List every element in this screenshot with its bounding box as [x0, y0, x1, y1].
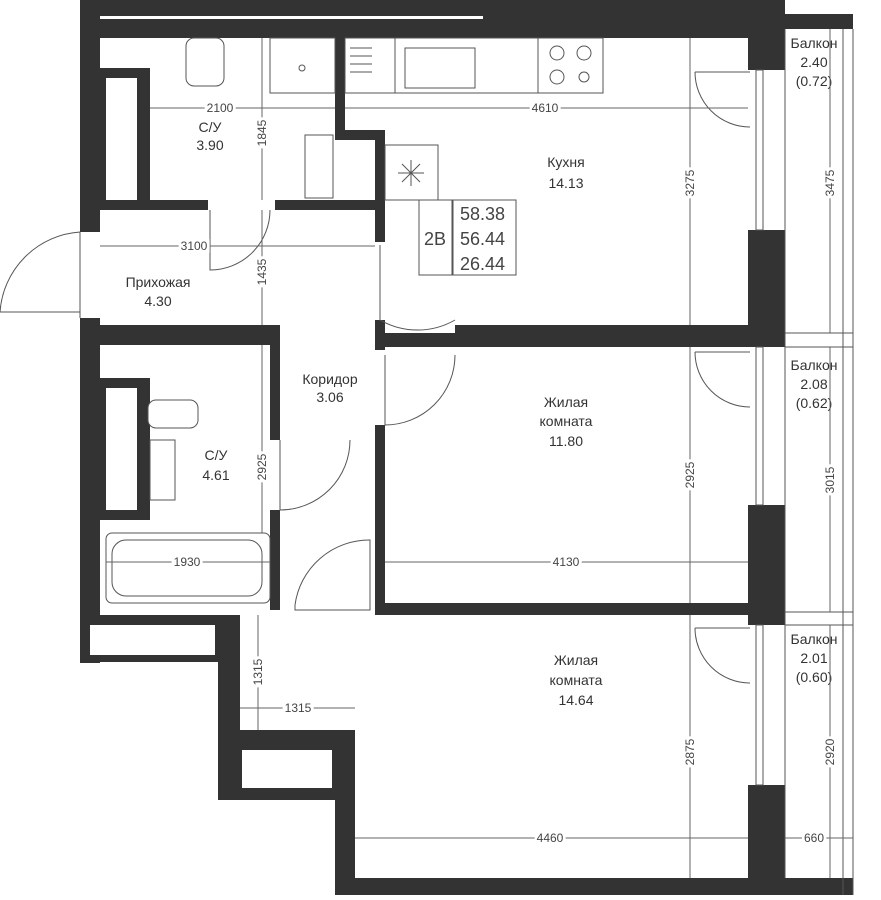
room-name: С/У — [205, 447, 228, 463]
room-name: комната — [550, 672, 603, 688]
dim-label: 3100 — [181, 239, 208, 253]
room-area: 4.61 — [202, 467, 229, 483]
dim-label: 2925 — [683, 461, 697, 488]
dim-label-bg — [178, 239, 210, 253]
room-area: 3.06 — [316, 389, 343, 405]
balcony-name: Балкон — [791, 35, 838, 51]
balcony-reduced: (0.72) — [796, 73, 833, 89]
balcony-name: Балкон — [791, 631, 838, 647]
dim-label-bg — [171, 555, 203, 569]
room-area: 11.80 — [549, 433, 583, 449]
room-name: Кухня — [547, 154, 584, 170]
stove-icon — [537, 37, 604, 94]
dim-label-bg — [823, 736, 837, 768]
dim-label: 1845 — [255, 119, 269, 146]
dim-label-bg — [683, 736, 697, 768]
room-labels: С/У 3.90 Кухня 14.13 Прихожая 4.30 Корид… — [126, 35, 838, 708]
sink-icon-2 — [149, 439, 176, 501]
dim-label-bg — [282, 701, 314, 715]
dim-label-bg — [529, 101, 561, 115]
apartment-info: 2В 58.38 56.44 26.44 — [418, 199, 517, 276]
room-name: Жилая — [554, 652, 598, 668]
balcony-name: Балкон — [791, 357, 838, 373]
dim-label-bg — [255, 256, 269, 288]
balcony-reduced: (0.62) — [796, 395, 833, 411]
dim-label: 2875 — [683, 738, 697, 765]
sink-icon — [304, 134, 334, 199]
dim-label-bg — [801, 831, 827, 845]
room-name: Коридор — [302, 371, 358, 387]
fixtures — [105, 37, 604, 604]
dim-label-bg — [823, 464, 837, 496]
room-area: 3.90 — [196, 137, 223, 153]
area-total: 58.38 — [460, 204, 505, 224]
dim-label-bg — [255, 117, 269, 149]
dim-label-bg — [683, 167, 697, 199]
balcony-area: 2.01 — [800, 650, 827, 666]
dim-label-bg — [534, 831, 566, 845]
dishwasher-icon — [344, 37, 396, 94]
toilet-icon-2 — [147, 399, 199, 429]
dim-label: 4460 — [537, 831, 564, 845]
dim-label: 4130 — [553, 555, 580, 569]
area-living-total: 56.44 — [460, 229, 505, 249]
dim-label-bg — [255, 451, 269, 483]
dim-label: 2100 — [207, 101, 234, 115]
kitchen-sink-icon — [394, 37, 539, 94]
dim-label: 2925 — [255, 453, 269, 480]
balcony-reduced: (0.60) — [796, 669, 833, 685]
dim-label-bg — [204, 101, 236, 115]
balcony-area: 2.08 — [800, 376, 827, 392]
dimension-labels: 2100 1845 4610 3275 3475 3100 1435 2925 … — [171, 101, 837, 845]
dim-label-bg — [251, 656, 265, 688]
balcony-frames — [755, 29, 854, 895]
room-area: 14.64 — [558, 692, 593, 708]
dim-label-bg — [550, 555, 582, 569]
room-name: комната — [540, 413, 593, 429]
dim-label: 3015 — [823, 466, 837, 493]
toilet-icon — [185, 37, 225, 87]
dim-label: 3475 — [823, 169, 837, 196]
dim-label: 1315 — [285, 701, 312, 715]
dim-label: 3275 — [683, 169, 697, 196]
room-name: Прихожая — [126, 274, 191, 290]
dim-label: 1930 — [174, 555, 201, 569]
dim-label-bg — [823, 167, 837, 199]
dim-label: 2920 — [823, 738, 837, 765]
dim-label: 660 — [804, 831, 824, 845]
dim-label: 1435 — [255, 258, 269, 285]
dim-label: 1315 — [251, 658, 265, 685]
room-area: 14.13 — [548, 175, 583, 191]
room-area: 4.30 — [144, 293, 171, 309]
balcony-area: 2.40 — [800, 54, 827, 70]
dim-label-bg — [683, 459, 697, 491]
doors — [0, 71, 751, 684]
room-name: С/У — [199, 119, 222, 135]
area-living: 26.44 — [460, 254, 505, 274]
dim-label: 4610 — [532, 101, 559, 115]
walls — [80, 0, 853, 895]
room-name: Жилая — [544, 394, 588, 410]
apartment-type: 2В — [424, 229, 446, 249]
